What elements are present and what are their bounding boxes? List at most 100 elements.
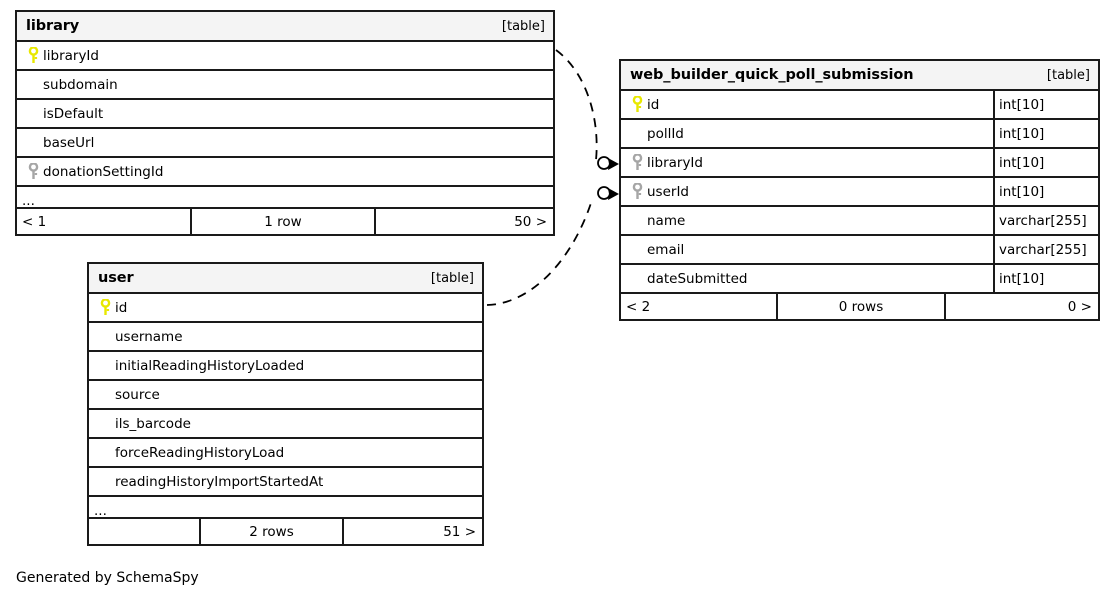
- table-row[interactable]: userId int[10]: [621, 178, 1098, 207]
- table-row[interactable]: source: [89, 381, 482, 410]
- column-name: id: [647, 96, 660, 113]
- table-row[interactable]: baseUrl: [17, 129, 553, 158]
- table-row[interactable]: libraryId: [17, 42, 553, 71]
- column-name: forceReadingHistoryLoad: [115, 444, 285, 461]
- column-cell: subdomain: [17, 71, 553, 98]
- column-name: isDefault: [43, 105, 104, 122]
- table-row[interactable]: isDefault: [17, 100, 553, 129]
- table-row[interactable]: initialReadingHistoryLoaded: [89, 352, 482, 381]
- column-name: readingHistoryImportStartedAt: [115, 473, 324, 490]
- column-cell: email: [621, 236, 993, 263]
- column-cell: baseUrl: [17, 129, 553, 156]
- table-row[interactable]: name varchar[255]: [621, 207, 1098, 236]
- column-cell: ils_barcode: [89, 410, 482, 437]
- column-cell: source: [89, 381, 482, 408]
- column-type: varchar[255]: [993, 236, 1098, 263]
- footer-row-count: 0 rows: [776, 294, 946, 319]
- crowsfoot-marker: [608, 158, 619, 170]
- column-cell: libraryId: [621, 149, 993, 176]
- table-title: user: [98, 270, 134, 286]
- table-row[interactable]: email varchar[255]: [621, 236, 1098, 265]
- column-name: initialReadingHistoryLoaded: [115, 357, 305, 374]
- column-name: ils_barcode: [115, 415, 191, 432]
- column-cell: dateSubmitted: [621, 265, 993, 292]
- table-header-web-builder-quick-poll-submission: web_builder_quick_poll_submission [table…: [621, 61, 1098, 91]
- table-library[interactable]: library [table] libraryId subdomain: [15, 10, 555, 236]
- footer-prev-page[interactable]: < 2: [626, 298, 651, 315]
- table-type-tag: [table]: [1046, 67, 1090, 83]
- column-name: username: [115, 328, 183, 345]
- column-cell: readingHistoryImportStartedAt: [89, 468, 482, 495]
- table-footer-library: < 1 1 row 50 >: [17, 209, 553, 234]
- column-type: varchar[255]: [993, 207, 1098, 234]
- table-web-builder-quick-poll-submission[interactable]: web_builder_quick_poll_submission [table…: [619, 59, 1100, 321]
- table-row[interactable]: readingHistoryImportStartedAt: [89, 468, 482, 497]
- table-row[interactable]: username: [89, 323, 482, 352]
- column-name: libraryId: [647, 154, 703, 171]
- footer-prev-page[interactable]: < 1: [22, 213, 47, 230]
- column-cell: username: [89, 323, 482, 350]
- primary-key-icon: [95, 299, 115, 316]
- table-header-library: library [table]: [17, 12, 553, 42]
- relationship-line: [486, 199, 593, 306]
- table-row[interactable]: subdomain: [17, 71, 553, 100]
- table-title: web_builder_quick_poll_submission: [630, 67, 914, 83]
- column-cell: isDefault: [17, 100, 553, 127]
- column-name: subdomain: [43, 76, 118, 93]
- relationship-user-to-submission: [486, 186, 619, 306]
- table-row[interactable]: forceReadingHistoryLoad: [89, 439, 482, 468]
- relationship-library-to-submission: [555, 49, 619, 170]
- column-name: pollId: [647, 125, 684, 142]
- column-name: id: [115, 299, 128, 316]
- table-user[interactable]: user [table] id username: [87, 262, 484, 546]
- table-row[interactable]: dateSubmitted int[10]: [621, 265, 1098, 294]
- primary-key-icon: [627, 96, 647, 113]
- column-cell: libraryId: [17, 42, 553, 69]
- primary-key-icon: [23, 47, 43, 64]
- column-type: int[10]: [993, 120, 1098, 147]
- table-row[interactable]: donationSettingId: [17, 158, 553, 187]
- column-type: int[10]: [993, 91, 1098, 118]
- foreign-key-icon: [23, 163, 43, 180]
- footer-next-page[interactable]: 51 >: [443, 523, 476, 540]
- table-row[interactable]: id: [89, 294, 482, 323]
- column-cell: name: [621, 207, 993, 234]
- column-cell: forceReadingHistoryLoad: [89, 439, 482, 466]
- column-type: int[10]: [993, 265, 1098, 292]
- column-name: source: [115, 386, 160, 403]
- crowsfoot-marker: [608, 188, 619, 200]
- footer-next-page[interactable]: 0 >: [1067, 298, 1092, 315]
- column-cell: donationSettingId: [17, 158, 553, 185]
- table-title: library: [26, 18, 80, 34]
- column-type: int[10]: [993, 149, 1098, 176]
- footer-row-count: 2 rows: [199, 519, 344, 544]
- table-row[interactable]: id int[10]: [621, 91, 1098, 120]
- column-name: donationSettingId: [43, 163, 164, 180]
- table-row[interactable]: libraryId int[10]: [621, 149, 1098, 178]
- table-row[interactable]: pollId int[10]: [621, 120, 1098, 149]
- more-columns-indicator: ...: [17, 187, 553, 209]
- column-cell: pollId: [621, 120, 993, 147]
- table-type-tag: [table]: [430, 270, 474, 286]
- column-name: userId: [647, 183, 689, 200]
- foreign-key-icon: [627, 154, 647, 171]
- column-name: libraryId: [43, 47, 99, 64]
- column-type: int[10]: [993, 178, 1098, 205]
- table-footer-user: 2 rows 51 >: [89, 519, 482, 544]
- column-cell: id: [621, 91, 993, 118]
- column-cell: id: [89, 294, 482, 321]
- table-row[interactable]: ils_barcode: [89, 410, 482, 439]
- relationship-line: [555, 49, 598, 161]
- more-columns-indicator: ...: [89, 497, 482, 519]
- column-name: baseUrl: [43, 134, 95, 151]
- foreign-key-icon: [627, 183, 647, 200]
- footer-next-page[interactable]: 50 >: [514, 213, 547, 230]
- footer-row-count: 1 row: [190, 209, 376, 234]
- table-header-user: user [table]: [89, 264, 482, 294]
- footer-prev-page[interactable]: [89, 519, 199, 544]
- column-name: name: [647, 212, 686, 229]
- table-footer-web-builder-quick-poll-submission: < 2 0 rows 0 >: [621, 294, 1098, 319]
- column-cell: initialReadingHistoryLoaded: [89, 352, 482, 379]
